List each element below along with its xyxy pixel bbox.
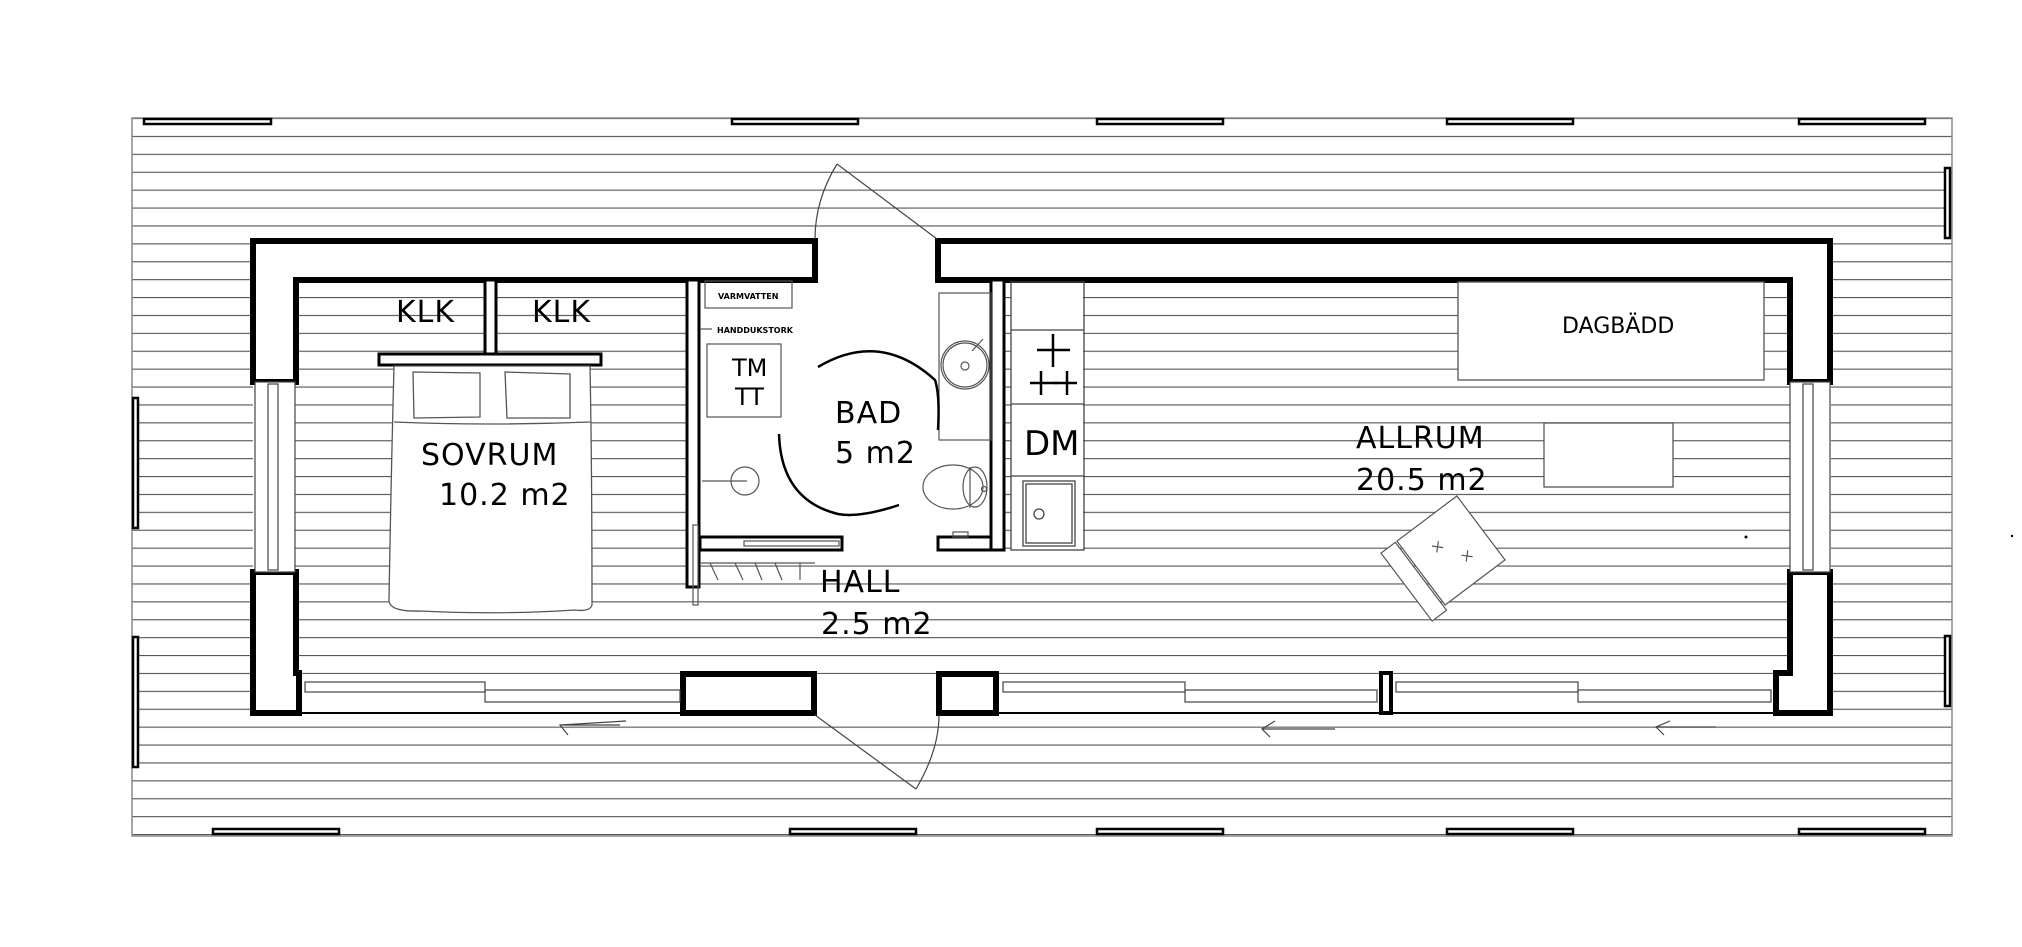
allrum-area: 20.5 m2 xyxy=(1356,463,1488,498)
hall-name: HALL xyxy=(820,565,901,600)
bathroom-fixtures xyxy=(692,280,992,606)
dot-marker xyxy=(1744,535,1748,539)
bad-area: 5 m2 xyxy=(835,436,916,471)
sliding-door xyxy=(299,681,1776,738)
handdukstork-label: HANDDUKSTORK xyxy=(717,326,794,335)
wardrobe xyxy=(377,278,603,367)
dot-marker xyxy=(2010,534,2014,538)
table xyxy=(1543,422,1674,488)
dagbadd-label: DAGBÄDD xyxy=(1562,313,1674,339)
shower-curtain-arc xyxy=(777,350,940,517)
kitchen-counter xyxy=(1010,281,1085,551)
dm-label: DM xyxy=(1024,424,1080,464)
klk-left-label: KLK xyxy=(396,295,455,330)
klk-right-label: KLK xyxy=(532,295,591,330)
bad-name: BAD xyxy=(835,396,902,431)
daybed xyxy=(1457,281,1765,381)
swing-door xyxy=(814,163,940,790)
varmvatten-label: VARMVATTEN xyxy=(718,292,778,301)
allrum-name: ALLRUM xyxy=(1356,421,1485,456)
hall-area: 2.5 m2 xyxy=(821,607,933,642)
tm-label: TM xyxy=(731,354,767,382)
double-bed xyxy=(388,365,593,614)
sovrum-name: SOVRUM xyxy=(421,438,558,473)
sovrum-area: 10.2 m2 xyxy=(439,478,571,513)
stove-hob-icon xyxy=(1030,334,1077,395)
windows xyxy=(254,381,1831,573)
tt-label: TT xyxy=(734,383,764,411)
deck-edge-planks xyxy=(131,117,1952,836)
armchair xyxy=(1380,495,1506,622)
